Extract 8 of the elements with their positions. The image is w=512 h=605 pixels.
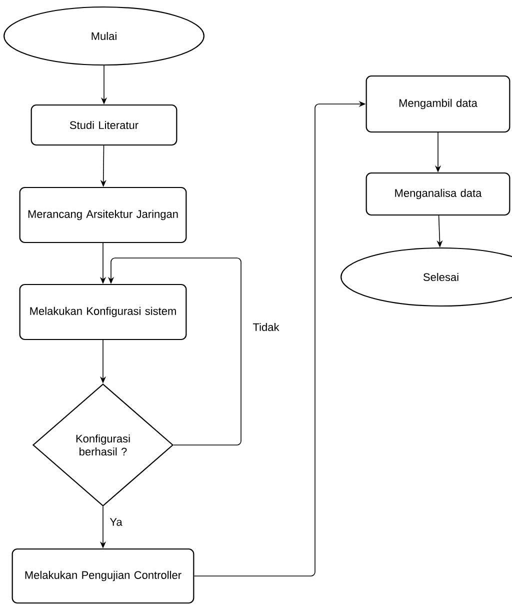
edge-label: Tidak (252, 322, 280, 332)
process-box: Studi Literatur (30, 104, 178, 146)
process-box: Merancang Arsitektur Jaringan (19, 186, 187, 244)
process-box: Mengambil data (366, 75, 510, 133)
process-box: Melakukan Konfigurasi sistem (19, 284, 187, 340)
process-box: Menganalisa data (366, 172, 510, 216)
edge-label: Ya (108, 517, 124, 527)
process-box: Melakukan Pengujian Controller (12, 548, 194, 604)
